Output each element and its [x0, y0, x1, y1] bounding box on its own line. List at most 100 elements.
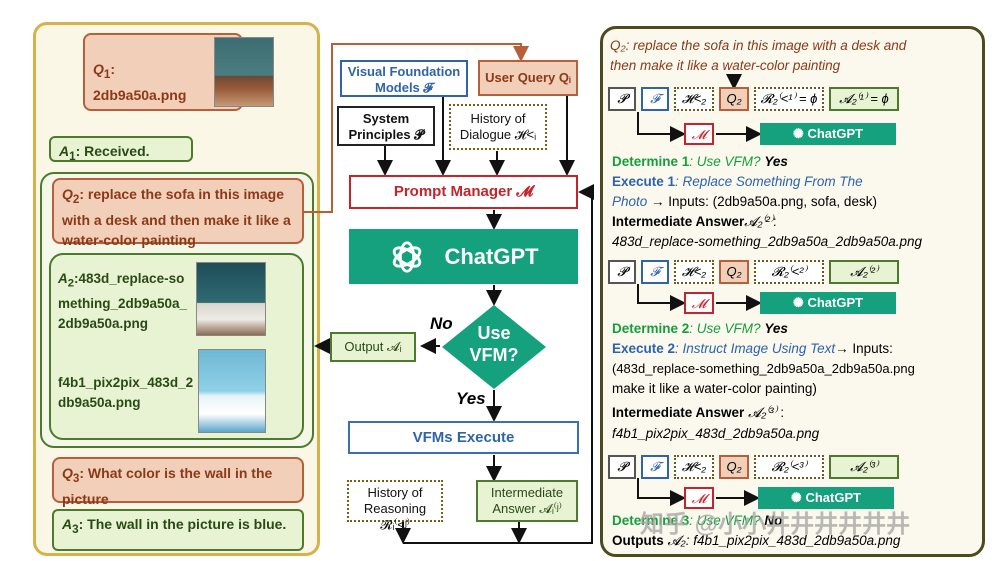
a2-file1-text: :483d_replace-something_2db9a50a_2db9a50…	[58, 271, 188, 331]
history-of-dialogue-box: History of Dialogue 𝓗<ᵢ	[449, 104, 547, 150]
intermediate2-symbol: 𝓐₂⁽³⁾	[748, 405, 777, 420]
determine1-answer: Yes	[764, 154, 788, 169]
execute1-text: : Replace Something From The	[675, 174, 863, 189]
history-dialogue-line1: History of	[470, 111, 526, 126]
row3-principles-symbol: 𝓟	[608, 455, 636, 479]
q1-label: Q	[93, 61, 104, 77]
a2-label: A	[58, 271, 68, 286]
row1-vfm-symbol: 𝓕	[641, 87, 669, 111]
q2-sub: 2	[72, 192, 80, 206]
a1-sub: 1	[69, 149, 76, 163]
row1-answer-symbol: 𝓐₂⁽¹⁾ = ϕ	[829, 87, 899, 111]
row3-vfm-symbol: 𝓕	[641, 455, 669, 479]
rp-q2-text1: : replace the sofa in this image with a …	[625, 38, 907, 53]
intermediate1-value: 483d_replace-something_2db9a50a_2db9a50a…	[612, 234, 923, 249]
a3-text: : The wall in the picture is blue.	[78, 516, 287, 532]
user-query-box: User Query Qᵢ	[478, 60, 578, 96]
determine3-answer: No	[764, 513, 783, 528]
yes-label: Yes	[456, 389, 486, 408]
intermediate-answer-box: Intermediate Answer 𝓐ᵢ⁽ʲ⁾	[476, 480, 578, 522]
row1-reasoning-symbol: 𝓡₂⁽<¹⁾ = ϕ	[754, 87, 824, 111]
a1-text: : Received.	[75, 143, 150, 159]
final-outputs: Outputs 𝓐₂: f4b1_pix2pix_483d_2db9a50a.p…	[612, 531, 900, 551]
row3-answer-symbol: 𝓐₂⁽³⁾	[829, 455, 899, 479]
watercolor-room-image	[198, 349, 266, 433]
answer-a1-bubble: A1: Received.	[49, 136, 193, 163]
rp-q2-line2: then make it like a water-color painting	[610, 58, 841, 73]
row2-chatgpt-box: ✺ ChatGPT	[760, 292, 896, 314]
a1-label: A	[59, 143, 70, 159]
intermediate-answer-line2: Answer 𝓐ᵢ⁽ʲ⁾	[492, 501, 562, 516]
openai-logo-icon	[393, 240, 422, 273]
row3-reasoning-symbol: 𝓡₂⁽<³⁾	[754, 455, 824, 479]
answer-a3-bubble: A3: The wall in the picture is blue.	[52, 509, 304, 551]
a2-sub: 2	[67, 277, 75, 290]
row2-vfm-symbol: 𝓕	[641, 260, 669, 284]
row2-query-symbol: Q₂	[719, 260, 749, 284]
execute2-line2: (483d_replace-something_2db9a50a_2db9a50…	[612, 361, 915, 376]
row1-chatgpt-label: ChatGPT	[807, 126, 864, 141]
q2-text: : replace the sofa in this image with a …	[62, 186, 291, 248]
determine1: Determine 1: Use VFM? Yes	[612, 152, 788, 172]
q1-suffix: :	[110, 61, 116, 77]
row3-query-symbol: Q₂	[719, 455, 749, 479]
vfm-models-line2: Models 𝓕	[375, 80, 433, 95]
row2-principles-symbol: 𝓟	[608, 260, 636, 284]
determine1-label: Determine 1	[612, 154, 690, 169]
history-reasoning-line2: Reasoning 𝓡ᵢ⁽<ʲ⁾	[363, 501, 427, 532]
determine3-label: Determine 3	[612, 513, 690, 528]
execute2-line3: make it like a water-color painting)	[612, 381, 817, 396]
row3-chatgpt-label: ChatGPT	[805, 490, 862, 505]
determine2-text: : Use VFM?	[689, 321, 761, 336]
row1-query-symbol: Q₂	[719, 87, 749, 111]
intermediate1: Intermediate Answer𝓐₂⁽²⁾:	[612, 212, 777, 232]
vfm-models-line1: Visual Foundation	[347, 64, 461, 79]
a2-file1: A2:483d_replace-something_2db9a50a_2db9a…	[58, 269, 192, 334]
execute1-inputs-text: → Inputs: (2db9a50a.png, sofa, desk)	[651, 194, 877, 209]
intermediate2-value: f4b1_pix2pix_483d_2db9a50a.png	[612, 426, 820, 441]
row2-manager-symbol: 𝓜	[684, 292, 714, 314]
outputs-value: : f4b1_pix2pix_483d_2db9a50a.png	[685, 533, 901, 548]
intermediate1-colon: :	[772, 214, 777, 229]
use-vfm-line2: VFM?	[469, 345, 519, 365]
row3-manager-symbol: 𝓜	[684, 487, 714, 509]
intermediate-answer-line1: Intermediate	[490, 485, 564, 500]
execute1-label: Execute 1	[612, 174, 676, 189]
determine3: Determine 3: Use VFM? No	[612, 511, 782, 531]
row2-chatgpt-label: ChatGPT	[807, 295, 864, 310]
chatgpt-label: ChatGPT	[444, 243, 539, 269]
row2-answer-symbol: 𝓐₂⁽²⁾	[829, 260, 899, 284]
query-q2-bubble: Q2: replace the sofa in this image with …	[52, 178, 304, 248]
intermediate2-colon: :	[776, 405, 785, 420]
history-reasoning-line1: History of	[367, 485, 423, 500]
q1-filename: 2db9a50a.png	[93, 86, 187, 103]
watermark: 知乎 @小小井井井井井井	[640, 511, 911, 538]
history-of-reasoning-box: History of Reasoning 𝓡ᵢ⁽<ʲ⁾	[347, 480, 443, 532]
rp-q2-label: Q₂	[610, 38, 626, 53]
vfms-execute-box: VFMs Execute	[348, 421, 579, 454]
a3-label: A	[62, 516, 73, 532]
row1-chatgpt-box: ✺ ChatGPT	[760, 123, 896, 145]
rp-q2-line1: Q₂: replace the sofa in this image with …	[610, 36, 906, 56]
desk-room-image	[196, 262, 266, 336]
chatgpt-box: ChatGPT	[349, 229, 578, 284]
a3-sub: 3	[72, 522, 79, 536]
row3-chatgpt-box: ✺ ChatGPT	[758, 487, 894, 509]
row2-history-symbol: 𝓗<₂	[674, 260, 714, 284]
system-principles-line1: System	[362, 111, 410, 126]
row1-manager-symbol: 𝓜	[684, 123, 714, 145]
row2-reasoning-symbol: 𝓡₂⁽<²⁾	[754, 260, 824, 284]
execute1-line2: Photo	[612, 194, 648, 209]
system-principles-box: System Principles 𝓟	[337, 106, 435, 146]
determine3-text: : Use VFM?	[689, 513, 761, 528]
execute2-label: Execute 2	[612, 341, 676, 356]
determine2: Determine 2: Use VFM? Yes	[612, 319, 788, 339]
determine2-label: Determine 2	[612, 321, 690, 336]
use-vfm-line1: Use	[477, 323, 511, 343]
execute1-inputs: Photo → Inputs: (2db9a50a.png, sofa, des…	[612, 192, 877, 212]
use-vfm-decision	[442, 305, 546, 389]
execute2-inputs-text: → Inputs:	[835, 341, 893, 356]
determine2-answer: Yes	[764, 321, 788, 336]
query-q3-bubble: Q3: What color is the wall in the pictur…	[52, 457, 304, 507]
visual-foundation-models-box: Visual Foundation Models 𝓕	[340, 60, 468, 97]
